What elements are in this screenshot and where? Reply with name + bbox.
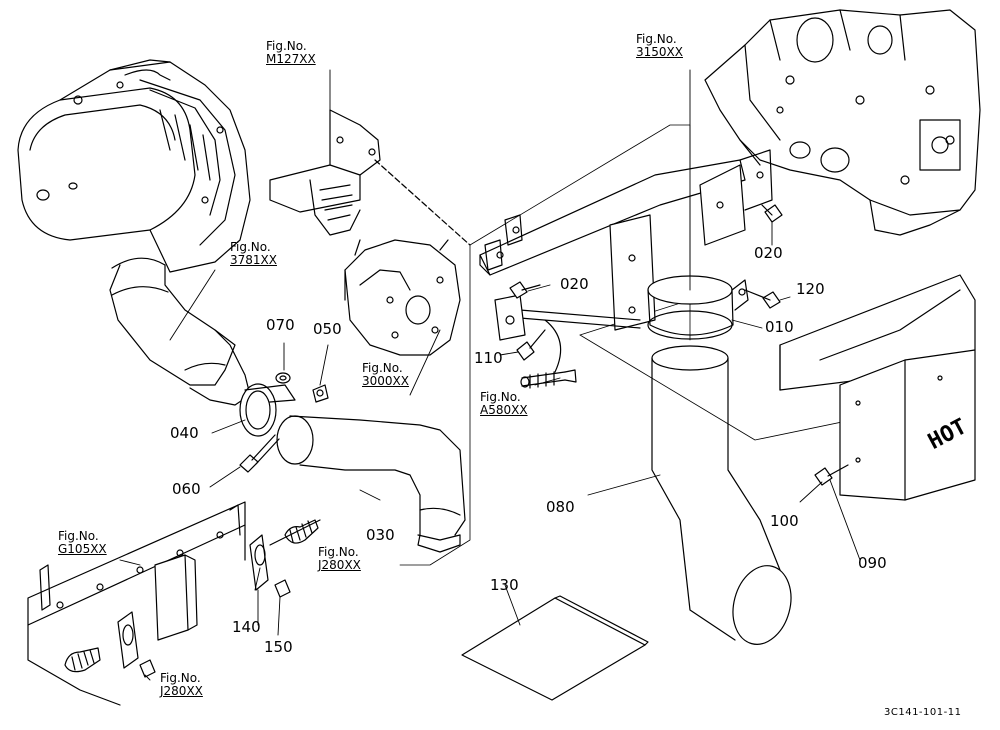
fig-ref-j280-lower: Fig.No.J280XX (160, 671, 203, 698)
part-label-040: 040 (170, 424, 199, 442)
part-label-010: 010 (765, 318, 794, 336)
part-label-100: 100 (770, 512, 799, 530)
part-label-080: 080 (546, 498, 575, 516)
part-label-020-lower: 020 (560, 275, 589, 293)
label-sheet-130 (461, 595, 649, 701)
part-label-140: 140 (232, 618, 261, 636)
bolt-060 (239, 434, 280, 473)
bolt-120 (744, 289, 781, 309)
part-label-060: 060 (172, 480, 201, 498)
part-label-050: 050 (313, 320, 342, 338)
part-label-150: 150 (264, 638, 293, 656)
pipe-030 (276, 415, 466, 553)
frame-rail-g105 (27, 501, 246, 706)
fig-ref-a580: Fig.No.A580XX (480, 390, 528, 417)
part-label-110: 110 (474, 349, 503, 367)
part-label-120: 120 (796, 280, 825, 298)
fig-ref-3781: Fig.No.3781XX (230, 240, 277, 267)
leader-lines (119, 69, 861, 681)
part-label-030: 030 (366, 526, 395, 544)
fig-ref-j280-upper: Fig.No.J280XX (318, 545, 361, 572)
spring-mount-140 (249, 519, 321, 591)
sensor-a580 (520, 319, 577, 389)
bracket-010-assembly (479, 149, 773, 341)
engine-block-3000 (344, 239, 461, 356)
fig-ref-3150: Fig.No.3150XX (636, 32, 683, 59)
washers-050-070 (275, 372, 329, 403)
part-label-090: 090 (858, 554, 887, 572)
dpf-muffler-unit (17, 59, 251, 406)
spring-j280-upper (284, 519, 319, 544)
bolt-100 (814, 464, 849, 486)
clamp-040 (239, 383, 296, 437)
fig-ref-3000: Fig.No.3000XX (362, 361, 409, 388)
part-label-020-upper: 020 (754, 244, 783, 262)
bolt-020-lower (509, 281, 541, 299)
engine-block-3150 (704, 9, 981, 236)
spring-j280-lower (64, 647, 101, 673)
fig-ref-m127: Fig.No.M127XX (266, 39, 316, 66)
spring-mount-lower (117, 611, 139, 669)
part-label-130: 130 (490, 576, 519, 594)
fig-ref-g105: Fig.No.G105XX (58, 529, 107, 556)
part-label-070: 070 (266, 316, 295, 334)
bolt-150 (139, 579, 291, 678)
bolt-020-upper (761, 204, 783, 223)
bracket-m127 (269, 109, 471, 246)
pipe-080 (651, 345, 792, 645)
drawing-id: 3C141-101-11 (884, 707, 962, 718)
bolt-110 (516, 329, 546, 361)
heat-shield-090 (779, 274, 976, 501)
